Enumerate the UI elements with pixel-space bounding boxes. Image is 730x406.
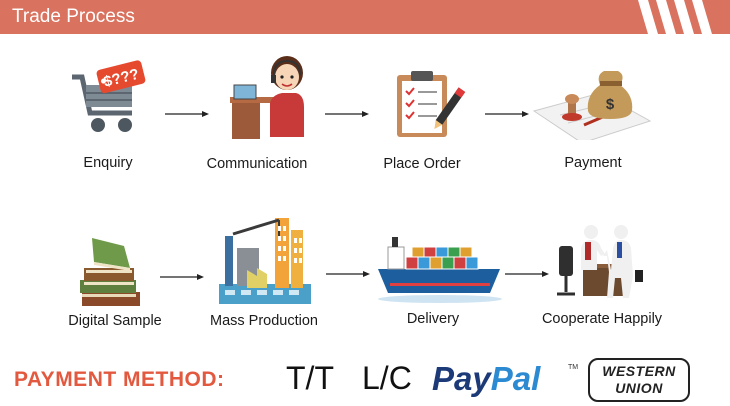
western-union-logo: WESTERN UNION [588,358,690,402]
step-label-mass-production: Mass Production [210,313,318,329]
arrow-right-icon [485,111,529,117]
step-label-place-order: Place Order [383,156,461,172]
page-title: Trade Process [12,6,135,27]
step-label-cooperate-happily: Cooperate Happily [541,311,663,327]
header-banner: Trade Process [0,0,730,34]
arrow-right-icon [165,111,209,117]
shopping-cart-icon: $??? [72,60,146,132]
stripes-decoration [638,0,712,34]
step-label-digital-sample: Digital Sample [68,313,162,329]
arrow-right-icon [325,111,369,117]
step-label-payment: Payment [564,155,622,171]
payment-method-heading: PAYMENT METHOD: [14,368,225,391]
step-label-delivery: Delivery [406,311,460,327]
step-label-enquiry: Enquiry [83,155,133,171]
arrow-right-icon [326,271,370,277]
western-union-line2: UNION [615,380,663,396]
clipboard-icon [397,71,466,137]
books-icon [80,238,140,306]
paypal-trademark: TM [568,364,579,371]
step-label-communication: Communication [206,156,308,172]
factory-icon [219,218,311,304]
handshake-icon [557,225,643,298]
payment-tt: T/T [286,360,334,396]
cargo-ship-icon [378,237,502,303]
arrow-right-icon [505,271,549,277]
arrow-right-icon [160,274,204,280]
bag-symbol: $ [606,96,615,113]
paypal-logo: PayPal [432,360,540,398]
payment-lc: L/C [362,360,412,396]
paypal-pal-text: Pal [490,360,541,397]
money-bag-icon: $ [532,71,652,140]
western-union-line1: WESTERN [602,363,676,379]
operator-icon [230,56,304,139]
paypal-pay-text: Pay [432,360,491,397]
